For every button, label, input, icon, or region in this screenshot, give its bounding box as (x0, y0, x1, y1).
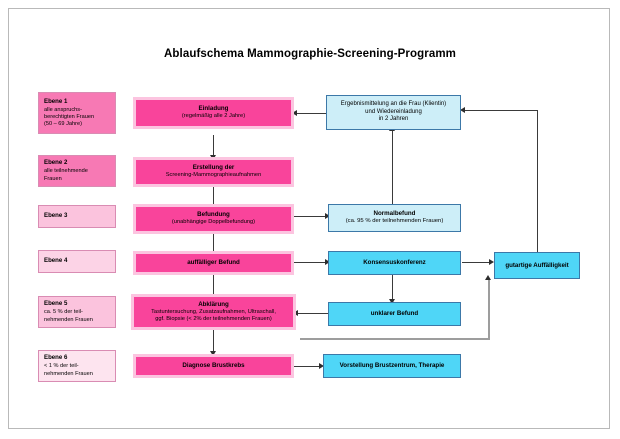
node-title: auffälliger Befund (187, 259, 240, 267)
connector-befundung-auffaellig (213, 234, 214, 254)
node-subtitle-1: Tastuntersuchung, Zusatzaufnahmen, Ultra… (151, 308, 276, 315)
node-title: Abklärung (198, 300, 229, 308)
node-subtitle-2: ggf. Biopsie (< 2% der teilnehmenden Fra… (155, 315, 272, 322)
level-box-ebene-2: Ebene 2 alle teilnehmende Frauen (38, 155, 116, 187)
node-vorstellung-brustzentrum[interactable]: Vorstellung Brustzentrum, Therapie (323, 354, 461, 378)
level-line-1: alle teilnehmende (44, 168, 88, 175)
level-line-3: (50 – 69 Jahre) (44, 121, 82, 128)
level-title: Ebene 4 (44, 256, 68, 264)
node-normalbefund[interactable]: Normalbefund (ca. 95 % der teilnehmenden… (328, 204, 461, 232)
node-subtitle: (ca. 95 % der teilnehmenden Frauen) (345, 218, 444, 225)
level-box-ebene-4: Ebene 4 (38, 250, 116, 273)
connector-normalbefund-ergebnis (392, 129, 393, 207)
arrowhead-left (292, 110, 297, 116)
arrowhead-right (489, 259, 494, 265)
node-auffaelliger-befund[interactable]: auffälliger Befund (133, 251, 294, 275)
node-diagnose-brustkrebs[interactable]: Diagnose Brustkrebs (133, 354, 294, 378)
connector-gutartig-left (464, 110, 538, 111)
node-subtitle: Screening-Mammographieaufnahmen (165, 172, 262, 179)
node-ergebnismitteilung[interactable]: Ergebnismittelung an die Frau (Klientin)… (326, 95, 461, 130)
connector-konsensus-gutartig (462, 262, 492, 263)
connector-feedback-horizontal (300, 338, 490, 340)
connector-abklaerung-diagnose (213, 330, 214, 354)
connector-gutartig-up (537, 110, 538, 252)
node-title: Konsensuskonferenz (363, 259, 426, 267)
connector-befundung-normalbefund (294, 216, 328, 217)
node-title: Erstellung der (192, 164, 235, 172)
level-box-ebene-6: Ebene 6 < 1 % der teil- nehmenden Frauen (38, 350, 116, 382)
connector-konsensus-unklar (392, 275, 393, 302)
node-subtitle: (regelmäßig alle 2 Jahre) (181, 113, 246, 120)
arrowhead-right (325, 213, 330, 219)
node-erstellung[interactable]: Erstellung der Screening-Mammographieauf… (133, 157, 294, 187)
level-line-1: < 1 % der teil- (44, 363, 79, 370)
level-title: Ebene 3 (44, 211, 68, 219)
node-einladung[interactable]: Einladung (regelmäßig alle 2 Jahre) (133, 97, 294, 129)
level-line-2: Frauen (44, 175, 62, 182)
node-title: Diagnose Brustkrebs (182, 362, 245, 370)
node-gutartige-auffaelligkeit[interactable]: gutartige Auffälligkeit (494, 252, 580, 279)
connector-auffaellig-konsensus (294, 262, 328, 263)
level-title: Ebene 5 (44, 300, 68, 308)
node-title: gutartige Auffälligkeit (505, 261, 569, 269)
node-unklarer-befund[interactable]: unklarer Befund (328, 302, 461, 326)
level-title: Ebene 2 (44, 159, 68, 167)
arrowhead-down (210, 351, 216, 356)
node-abklaerung[interactable]: Abklärung Tastuntersuchung, Zusatzaufnah… (131, 294, 296, 330)
arrowhead-up (485, 275, 491, 280)
arrowhead-left (460, 107, 465, 113)
node-line-2: und Wiedereinladung (365, 108, 422, 115)
level-line-2: berechtigten Frauen (44, 114, 95, 121)
node-title: Einladung (198, 105, 229, 113)
level-line-1: alle anspruchs- (44, 106, 82, 113)
page-title: Ablaufschema Mammographie-Screening-Prog… (164, 48, 456, 60)
level-box-ebene-5: Ebene 5 ca. 5 % der teil- nehmenden Frau… (38, 296, 116, 328)
level-line-2: nehmenden Frauen (44, 316, 93, 323)
arrowhead-right (319, 363, 324, 369)
node-befundung[interactable]: Befundung (unabhängige Doppelbefundung) (133, 204, 294, 234)
connector-diagnose-vorstellung (294, 366, 322, 367)
node-title: Befundung (197, 211, 230, 219)
connector-einladung-erstellung (213, 135, 214, 157)
connector-ergebnis-einladung (296, 113, 326, 114)
node-subtitle: (unabhängige Doppelbefundung) (171, 219, 256, 226)
arrowhead-right (325, 259, 330, 265)
level-title: Ebene 1 (44, 97, 68, 105)
node-line-1: Ergebnismittelung an die Frau (Klientin) (340, 100, 447, 107)
level-title: Ebene 6 (44, 354, 68, 362)
arrowhead-down (389, 299, 395, 304)
level-box-ebene-3: Ebene 3 (38, 205, 116, 228)
node-title: Normalbefund (373, 210, 416, 218)
level-line-1: ca. 5 % der teil- (44, 309, 83, 316)
level-box-ebene-1: Ebene 1 alle anspruchs- berechtigten Fra… (38, 92, 116, 134)
node-line-3: in 2 Jahren (378, 116, 409, 123)
diagram-frame (8, 8, 610, 429)
connector-erstellung-befundung (213, 186, 214, 208)
connector-auffaellig-abklaerung (213, 275, 214, 297)
connector-unklar-abklaerung (296, 313, 328, 314)
node-konsensuskonferenz[interactable]: Konsensuskonferenz (328, 251, 461, 275)
connector-feedback-vertical (488, 279, 490, 339)
node-title: unklarer Befund (370, 310, 419, 318)
level-line-2: nehmenden Frauen (44, 370, 93, 377)
node-title: Vorstellung Brustzentrum, Therapie (339, 362, 445, 370)
